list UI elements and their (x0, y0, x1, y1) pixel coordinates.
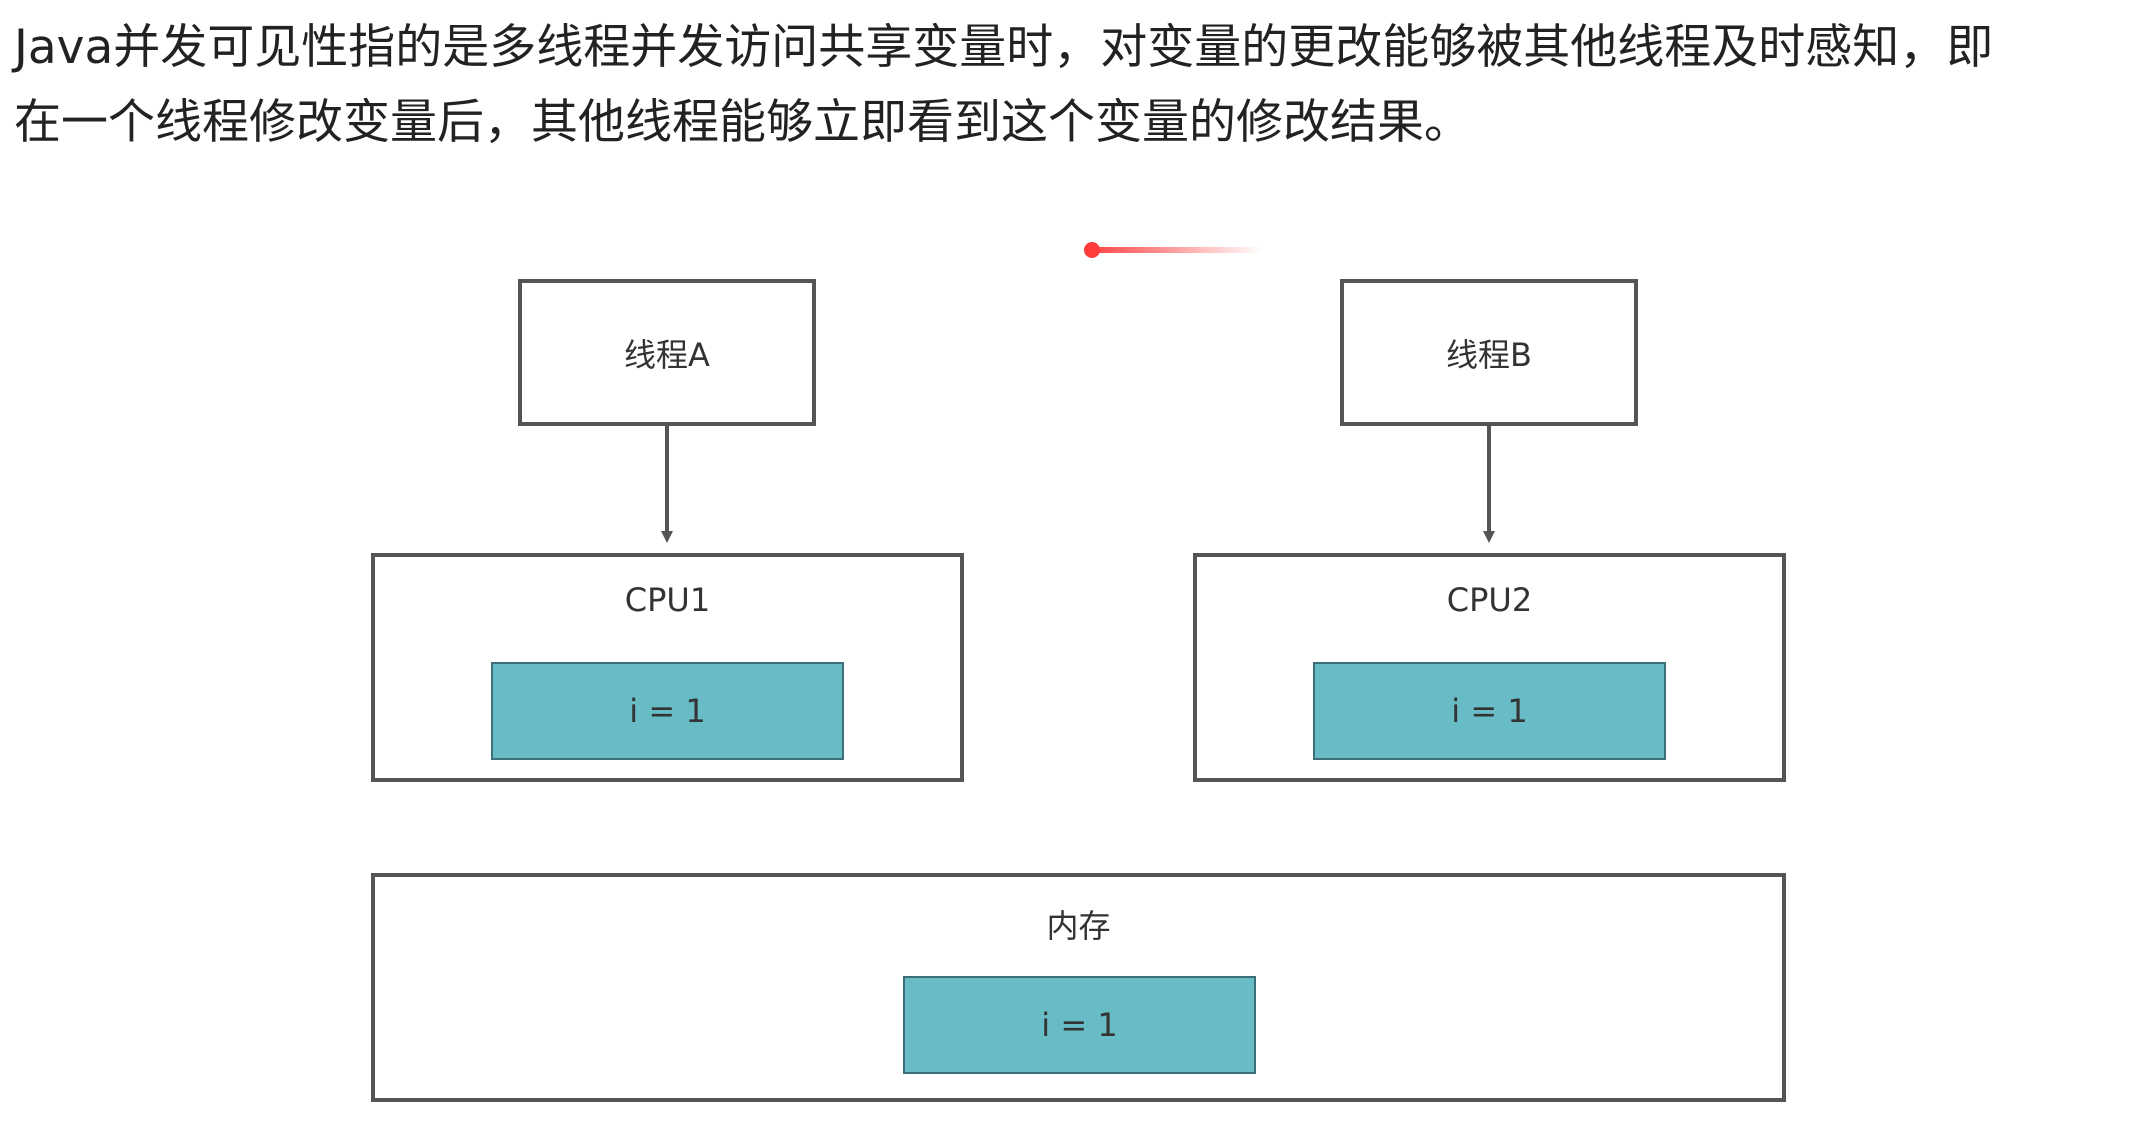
intro-paragraph: Java并发可见性指的是多线程并发访问共享变量时，对变量的更改能够被其他线程及时… (14, 10, 2124, 160)
cpu2-box: CPU2 i = 1 (1193, 553, 1786, 782)
cpu1-variable: i = 1 (491, 662, 844, 760)
laser-pointer-dot (1084, 242, 1100, 258)
intro-line-1: Java并发可见性指的是多线程并发访问共享变量时，对变量的更改能够被其他线程及时… (14, 20, 1994, 75)
intro-line-2: 在一个线程修改变量后，其他线程能够立即看到这个变量的修改结果。 (14, 95, 1471, 150)
thread-a-box: 线程A (518, 279, 816, 426)
thread-a-label: 线程A (624, 335, 710, 374)
thread-b-box: 线程B (1340, 279, 1638, 426)
laser-pointer-trail (1092, 247, 1262, 253)
cpu1-box: CPU1 i = 1 (371, 553, 964, 782)
memory-box: 内存 i = 1 (371, 873, 1786, 1102)
thread-b-label: 线程B (1446, 335, 1532, 374)
cpu1-label: CPU1 (624, 581, 711, 619)
cpu2-variable: i = 1 (1313, 662, 1666, 760)
memory-label: 内存 (1046, 907, 1111, 945)
memory-variable: i = 1 (903, 976, 1256, 1074)
cpu2-label: CPU2 (1446, 581, 1533, 619)
